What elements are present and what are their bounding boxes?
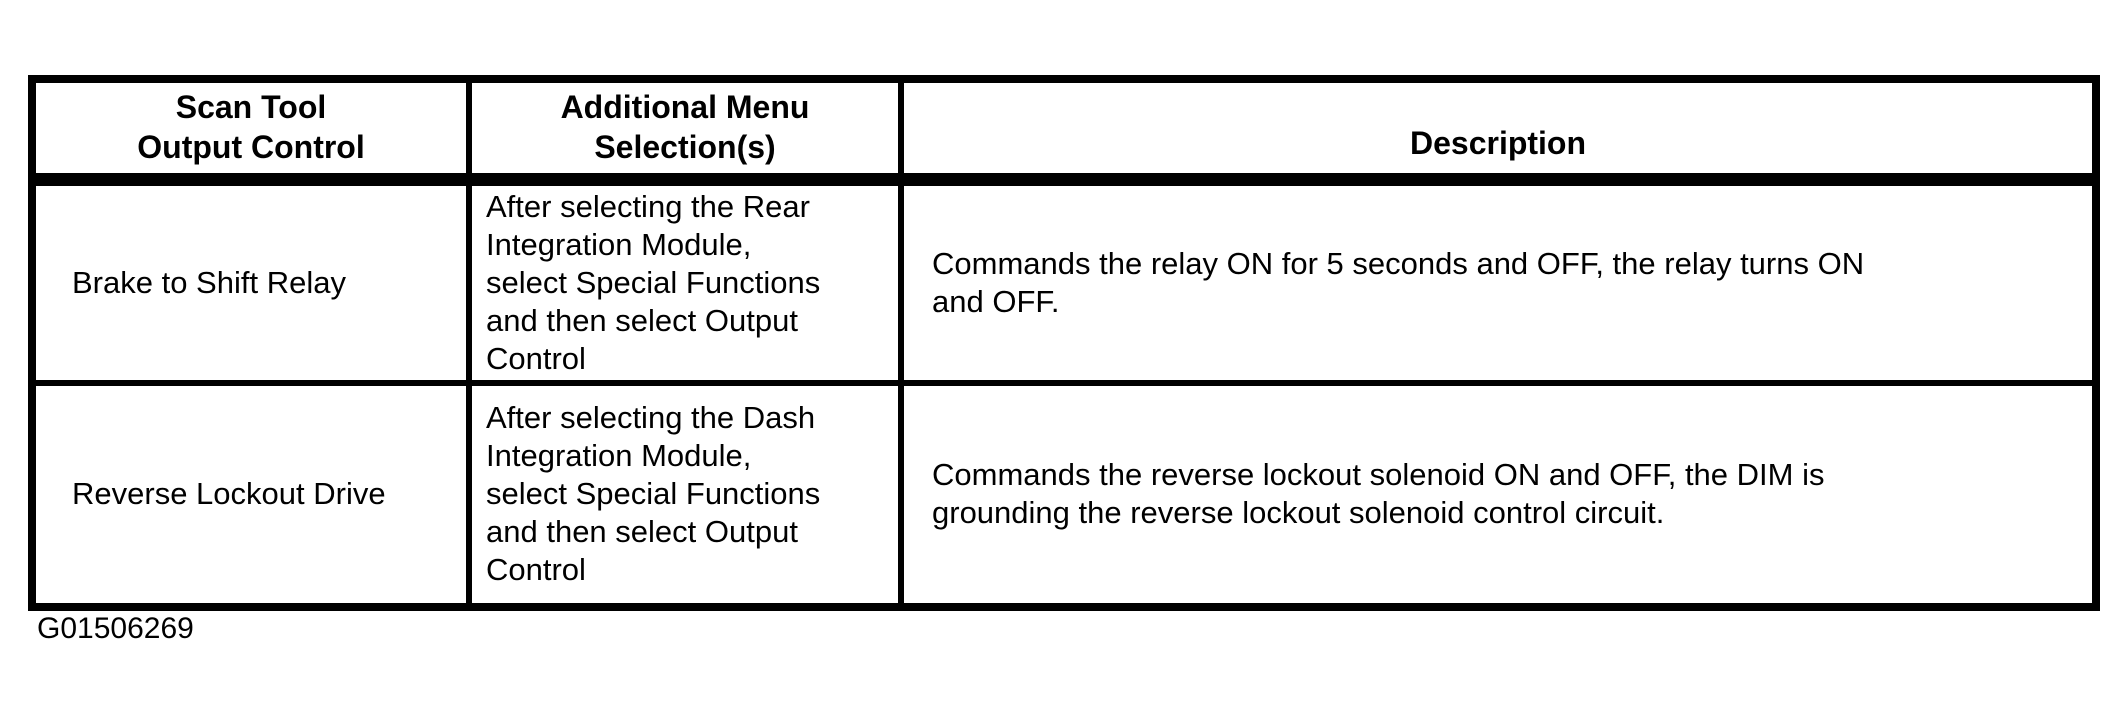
cell-output-control: Reverse Lockout Drive (29, 379, 472, 610)
cell-menu-selection: After selecting the Dash Integration Mod… (466, 379, 904, 610)
cell-output-control: Brake to Shift Relay (29, 176, 472, 386)
scan-tool-output-control-table: Scan Tool Output Control Additional Menu… (28, 75, 2100, 611)
table-header-row: Scan Tool Output Control Additional Menu… (29, 76, 2099, 186)
table-row-reverse-lockout-drive: Reverse Lockout Drive After selecting th… (29, 379, 2099, 610)
cell-menu-selection: After selecting the Rear Integration Mod… (466, 176, 904, 386)
header-description: Description (898, 76, 2099, 186)
cell-description: Commands the relay ON for 5 seconds and … (898, 176, 2099, 386)
table-row-brake-to-shift-relay: Brake to Shift Relay After selecting the… (29, 176, 2099, 386)
figure-id-label: G01506269 (37, 612, 194, 645)
cell-description: Commands the reverse lockout solenoid ON… (898, 379, 2099, 610)
header-scan-tool-output-control: Scan Tool Output Control (29, 76, 472, 186)
header-additional-menu-selections: Additional Menu Selection(s) (466, 76, 904, 186)
